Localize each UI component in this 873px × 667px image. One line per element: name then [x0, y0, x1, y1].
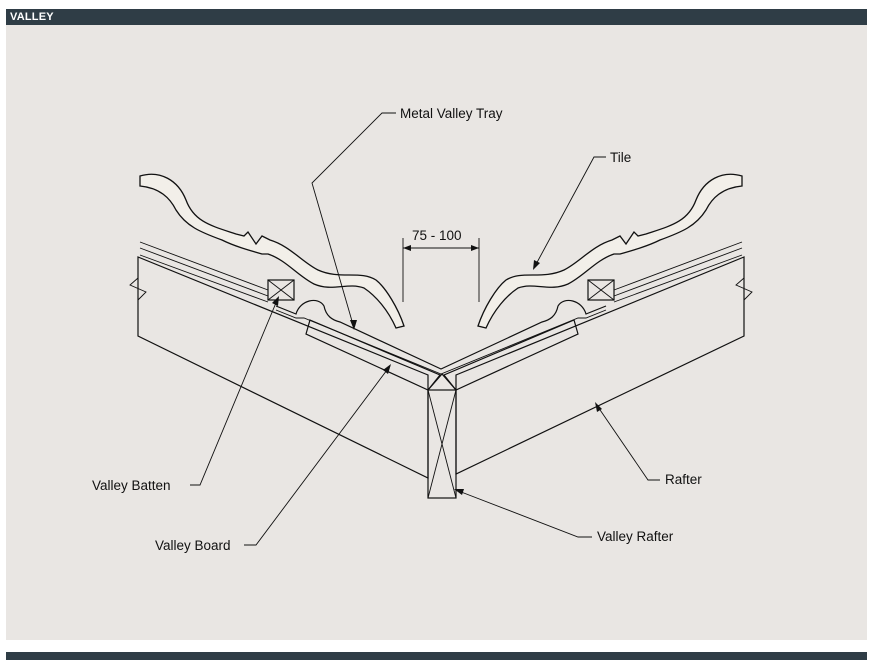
- tile-upper-left: [139, 173, 405, 329]
- section-title: VALLEY: [10, 11, 54, 23]
- label-tile: Tile: [610, 150, 631, 165]
- section-header-bar: VALLEY: [6, 9, 867, 25]
- label-valley-board: Valley Board: [155, 538, 231, 553]
- valley-board-right: [443, 319, 579, 391]
- valley-batten-left: [267, 279, 295, 301]
- label-rafter: Rafter: [665, 472, 702, 487]
- valley-batten-right: [587, 279, 615, 301]
- leader-lines: [190, 112, 660, 546]
- label-dimension: 75 - 100: [412, 228, 462, 243]
- label-valley-rafter: Valley Rafter: [597, 529, 674, 544]
- underlay-left: [139, 241, 269, 303]
- underlay-right: [613, 241, 743, 303]
- dimension-marker: [402, 238, 480, 302]
- tile-upper-right: [477, 173, 743, 329]
- label-valley-batten: Valley Batten: [92, 478, 171, 493]
- metal-valley-tray: [275, 299, 607, 375]
- label-metal-valley-tray: Metal Valley Tray: [400, 106, 503, 121]
- drawing-panel: [6, 25, 867, 640]
- valley-rafter: [427, 373, 457, 499]
- footer-bar: [6, 652, 867, 660]
- valley-board-left: [305, 319, 441, 391]
